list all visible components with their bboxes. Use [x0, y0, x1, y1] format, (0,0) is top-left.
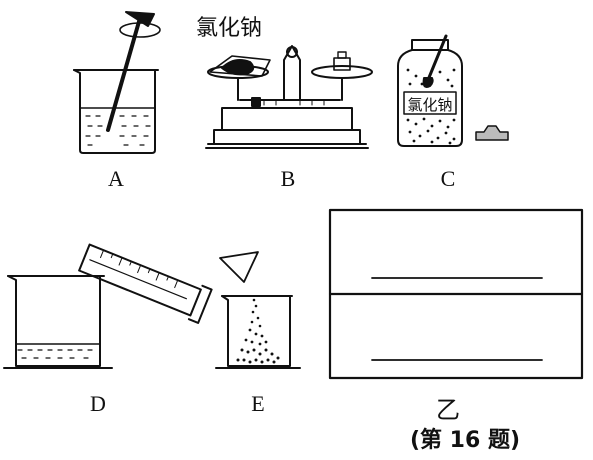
label-yi: 乙: [436, 396, 460, 424]
label-a: A: [108, 166, 124, 191]
balance-chemical-tag: 氯化钠: [196, 16, 263, 41]
apparatus-d-pouring-cylinder: [3, 243, 213, 369]
jar-chemical-tag: 氯化钠: [407, 96, 453, 114]
apparatus-b-balance: [205, 45, 373, 149]
apparatus-a-beaker-stirring: [73, 11, 161, 154]
figure-caption: (第 16 题): [409, 428, 521, 453]
label-b: B: [280, 166, 296, 191]
apparatus-c-reagent-jar: [397, 34, 509, 147]
label-e: E: [251, 391, 265, 416]
label-d: D: [90, 391, 106, 416]
answer-box: [328, 208, 584, 380]
apparatus-e-beaker-powder: [215, 251, 301, 369]
label-c: C: [440, 166, 456, 191]
